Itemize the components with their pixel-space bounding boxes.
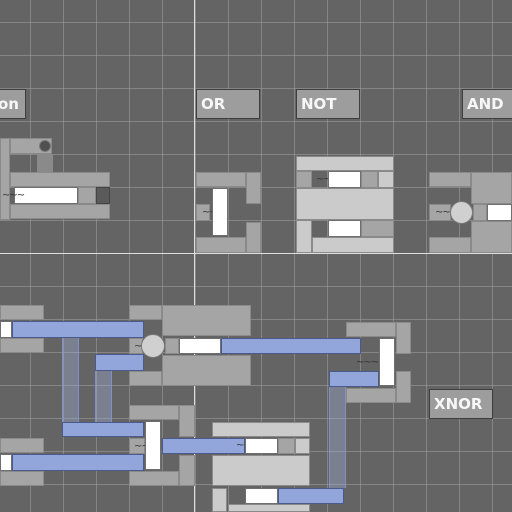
and-gate-bar: [429, 237, 471, 253]
or-gate-bar: [196, 237, 246, 253]
active-wire: [95, 354, 144, 371]
wire-trace: [62, 338, 79, 422]
not-gate-indicator: [328, 220, 361, 237]
or-gate-bar: [196, 172, 246, 187]
circuit-bar: [278, 438, 295, 454]
circuit-output: [145, 421, 161, 470]
circuit-bar: [129, 471, 179, 486]
active-wire: [12, 321, 144, 338]
signal-icon: ~~~: [435, 207, 458, 218]
not-gate-label: NOT: [296, 89, 360, 119]
circuit-bar: [396, 322, 411, 354]
gate-connector: [37, 154, 53, 172]
signal-icon: ~~~: [356, 357, 379, 368]
circuit-bar: [295, 438, 310, 454]
active-wire: [329, 371, 379, 387]
not-gate-bar: [296, 171, 312, 188]
and-gate-label: AND: [462, 89, 512, 119]
circuit-bar: [165, 338, 179, 354]
gate-bar: [78, 187, 96, 204]
button-node-icon[interactable]: [39, 140, 51, 152]
circuit-indicator: [245, 488, 278, 504]
circuit-output: [179, 338, 221, 354]
gate-end-cap: [96, 187, 110, 204]
and-gate-bar: [471, 221, 512, 253]
wire-trace: [95, 371, 112, 422]
circuit-bar: [0, 305, 44, 320]
not-gate-bar: [378, 171, 394, 188]
circuit-bar: [0, 438, 44, 453]
circuit-bar: [346, 388, 396, 403]
circuit-body: [162, 355, 251, 386]
circuit-bar: [129, 405, 179, 420]
active-wire: [162, 438, 245, 454]
and-gate-bar: [473, 204, 487, 221]
circuit-bar: [129, 438, 145, 454]
not-gate-bar: [296, 220, 312, 253]
circuit-indicator: [245, 438, 278, 454]
circuit-bar: [129, 371, 162, 386]
or-gate-input: [196, 204, 210, 221]
circuit-body: [212, 455, 310, 486]
or-gate-label: OR: [196, 89, 260, 119]
circuit-node-icon[interactable]: [141, 334, 165, 358]
active-wire: [12, 454, 144, 471]
gate-bar: [10, 204, 110, 219]
circuit-bar: [346, 322, 396, 337]
circuit-bar: [129, 305, 162, 320]
and-gate-node-icon[interactable]: [450, 201, 473, 224]
circuit-output: [379, 338, 395, 386]
circuit-body: [162, 305, 251, 336]
not-gate-body: [296, 188, 394, 220]
circuit-bar: [228, 504, 310, 512]
and-gate-bar: [471, 172, 512, 204]
vertical-axis-line: [194, 0, 195, 512]
not-gate-indicator: [328, 171, 361, 188]
gate-bar: [10, 172, 110, 187]
not-gate-bar: [296, 156, 394, 171]
not-gate-bar: [312, 237, 394, 253]
and-gate-output: [487, 204, 512, 221]
circuit-output: [0, 454, 12, 471]
circuit-bar: [0, 471, 44, 486]
horizontal-axis-line: [0, 253, 512, 254]
circuit-bar: [179, 405, 195, 437]
circuit-bar: [396, 371, 411, 403]
signal-icon: ~~~: [316, 175, 339, 185]
xnor-gate-label: XNOR: [429, 389, 493, 419]
active-wire: [62, 422, 144, 437]
or-gate-output: [212, 188, 228, 236]
circuit-bar: [0, 338, 44, 353]
and-gate-bar: [429, 172, 471, 187]
or-gate-bar: [246, 222, 261, 253]
not-gate-bar: [361, 220, 394, 237]
active-wire: [221, 338, 361, 354]
partial-gate-label: on: [0, 89, 26, 119]
or-gate-bar: [246, 172, 261, 204]
active-wire: [278, 488, 344, 504]
gate-frame: [0, 138, 10, 220]
wire-trace: [329, 387, 346, 488]
circuit-output: [0, 321, 12, 338]
signal-icon: ~~~: [2, 190, 25, 201]
not-gate-bar: [361, 171, 378, 188]
circuit-bar: [212, 422, 310, 437]
signal-output: [14, 187, 78, 204]
circuit-bar: [179, 455, 195, 486]
circuit-bar: [212, 488, 227, 512]
